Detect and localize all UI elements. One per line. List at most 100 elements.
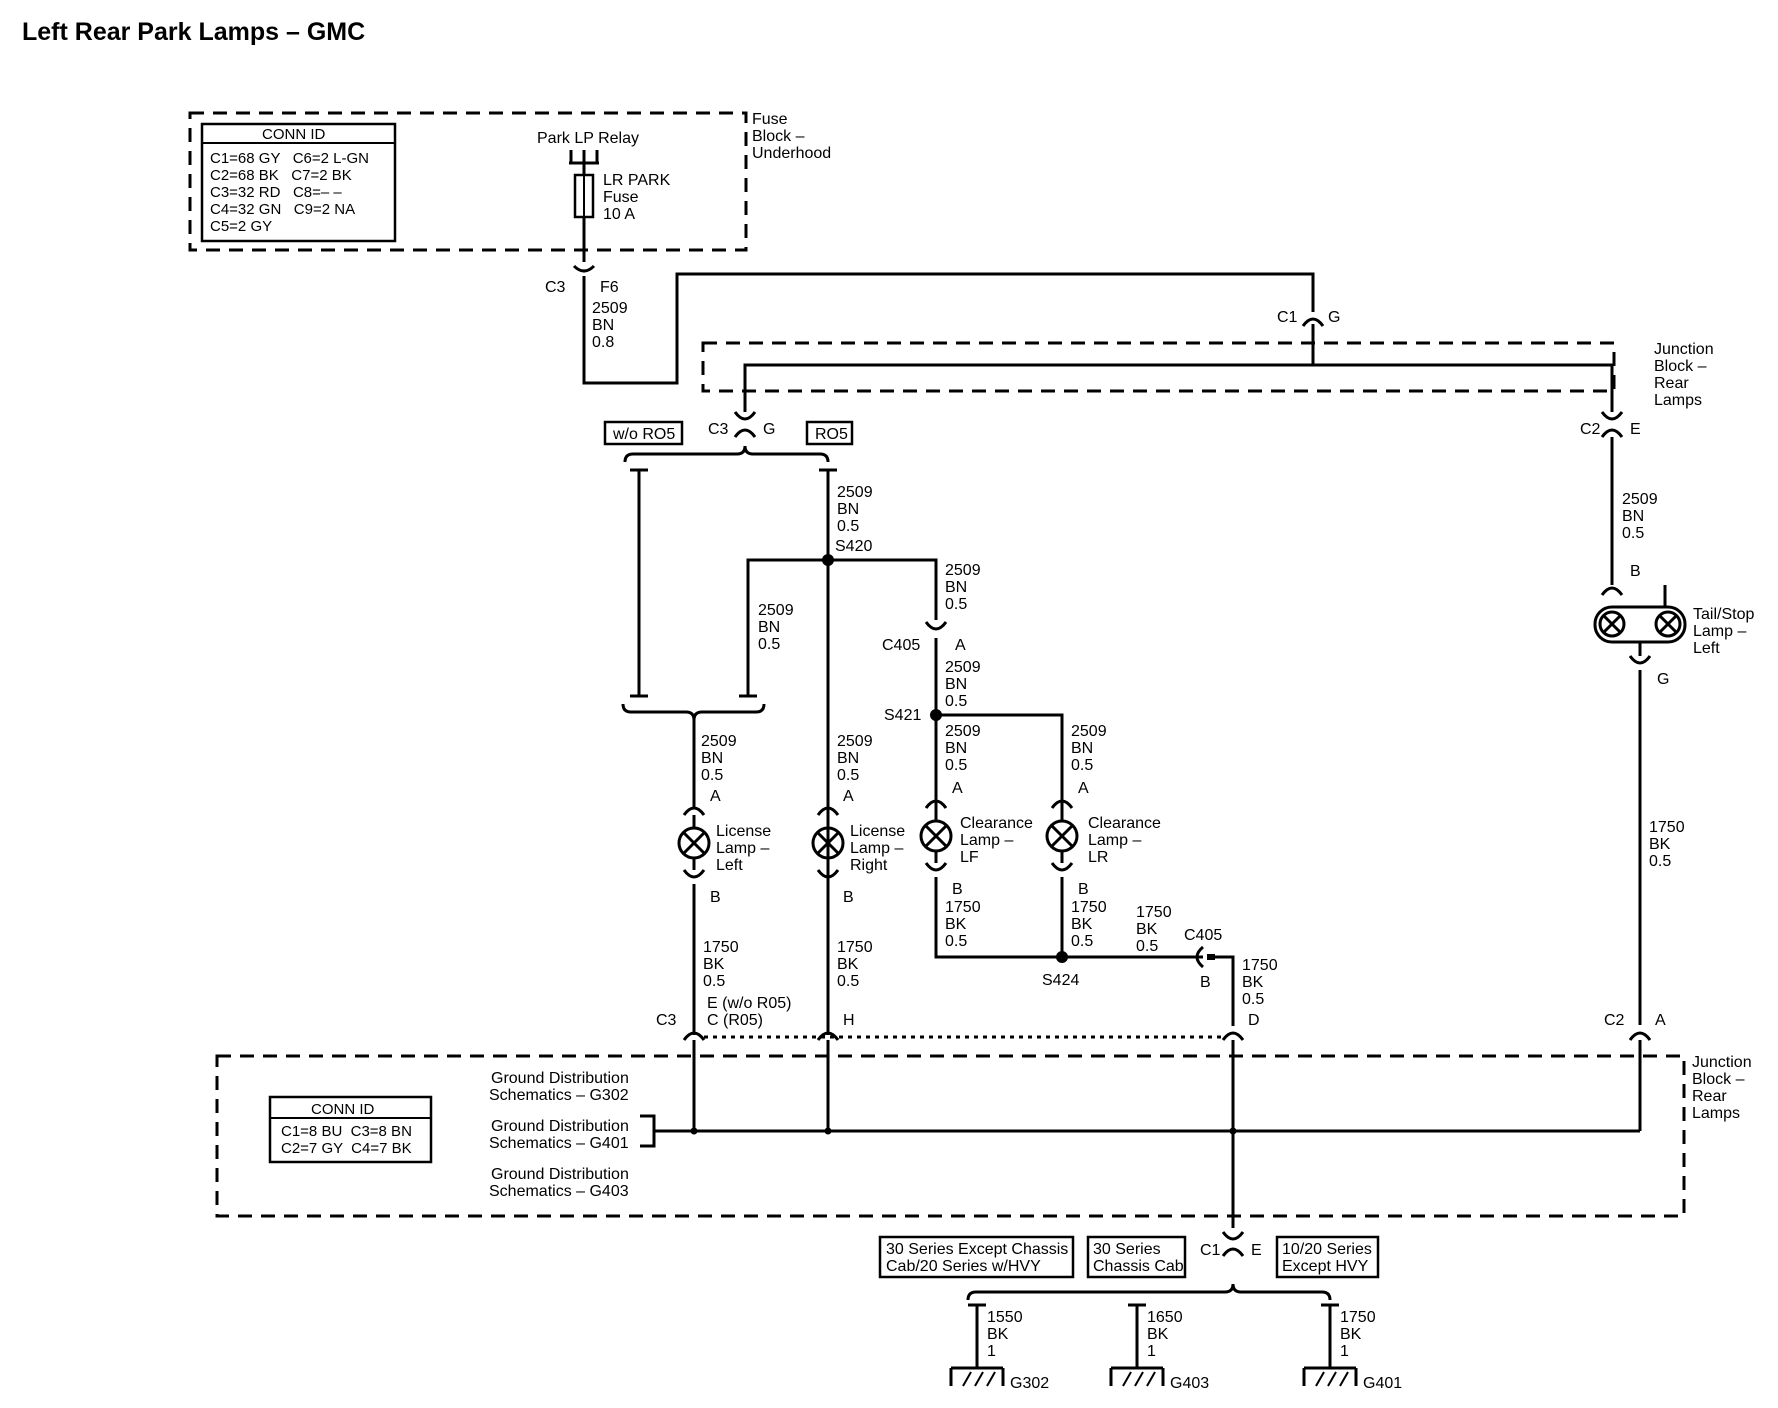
connector-c405-b-icon bbox=[1195, 945, 1205, 969]
pin-icon bbox=[1050, 862, 1074, 872]
gnd-ref-g403-1[interactable]: Ground Distribution bbox=[491, 1166, 629, 1183]
connector-c3-g-icon bbox=[733, 411, 757, 421]
lic-right-size: 0.5 bbox=[837, 767, 859, 784]
s420-left-size: 0.5 bbox=[758, 636, 780, 653]
connector-c2-e-icon bbox=[1600, 411, 1624, 421]
lic-left-name-3: Left bbox=[716, 857, 743, 874]
gnd-ref-g401-2[interactable]: Schematics – G401 bbox=[489, 1135, 629, 1152]
clr-lf-pin-a: A bbox=[952, 780, 963, 797]
g403-name: G403 bbox=[1170, 1375, 1209, 1392]
tail-wire-color: BN bbox=[1622, 508, 1644, 525]
jb-top-label-1: Junction bbox=[1654, 341, 1714, 358]
connector-c3-e-icon bbox=[682, 1031, 706, 1041]
clr-lf-gnd-circuit: 1750 bbox=[945, 899, 981, 916]
conn-id-row: C2=68 BK C7=2 BK bbox=[210, 167, 352, 184]
ground-g302: 1550 BK 1 G302 bbox=[949, 1303, 1049, 1392]
s424-gnd-color: BK bbox=[1136, 921, 1158, 938]
pin-icon bbox=[1600, 586, 1624, 596]
option-without-ro5: w/o RO5 bbox=[612, 426, 675, 443]
jb-conn-id-table: CONN ID C1=8 BU C3=8 BN C2=7 GY C4=7 BK bbox=[268, 1095, 433, 1164]
s421-lf-circuit: 2509 bbox=[945, 723, 981, 740]
gnd-opt-3-line1: 10/20 Series bbox=[1282, 1241, 1372, 1258]
lic-right-name-1: License bbox=[850, 823, 905, 840]
clr-lr-pin-a: A bbox=[1078, 780, 1089, 797]
jb-bottom-pin-d: D bbox=[1248, 1012, 1260, 1029]
gnd-ref-g302-2[interactable]: Schematics – G302 bbox=[489, 1087, 629, 1104]
pin-icon bbox=[816, 806, 840, 816]
lic-left-color: BN bbox=[701, 750, 723, 767]
fuse-label-3: 10 A bbox=[603, 206, 635, 223]
ground-symbol-icon bbox=[949, 1366, 1005, 1387]
ground-g403: 1650 BK 1 G403 bbox=[1109, 1303, 1209, 1392]
jb-conn-id-row: C2=7 GY C4=7 BK bbox=[281, 1140, 412, 1157]
jb-bottom-c3-pin-c: C (R05) bbox=[707, 1012, 763, 1029]
fuse-connector-pin: F6 bbox=[600, 279, 619, 296]
jb-c1-label: C1 bbox=[1277, 309, 1298, 326]
jb-top-label-3: Rear bbox=[1654, 375, 1689, 392]
tail-wire-circuit: 2509 bbox=[1622, 491, 1658, 508]
gnd-ref-g403-2[interactable]: Schematics – G403 bbox=[489, 1183, 629, 1200]
gnd-opt-1-line1: 30 Series Except Chassis bbox=[886, 1241, 1068, 1258]
s424-gnd-circuit: 1750 bbox=[1136, 904, 1172, 921]
clr-lr-name-1: Clearance bbox=[1088, 815, 1161, 832]
lic-left-size: 0.5 bbox=[701, 767, 723, 784]
fuse-label-1: LR PARK bbox=[603, 172, 671, 189]
c405-b-wire bbox=[1215, 955, 1235, 1026]
gnd-opt-3-line2: Except HVY bbox=[1282, 1258, 1369, 1275]
lic-right-name-3: Right bbox=[850, 857, 888, 874]
ground-symbol-icon bbox=[1302, 1366, 1358, 1387]
s420-branch-wire bbox=[746, 558, 938, 696]
clr-lf-name-1: Clearance bbox=[960, 815, 1033, 832]
junction-block-bottom: Junction Block – Rear Lamps CONN ID C1=8… bbox=[215, 1054, 1752, 1218]
conn-id-title: CONN ID bbox=[262, 126, 326, 143]
jb-bottom-label-1: Junction bbox=[1692, 1054, 1752, 1071]
g401-circuit: 1750 bbox=[1340, 1309, 1376, 1326]
lic-left-pin-a: A bbox=[710, 788, 721, 805]
clr-lr-gnd-color: BK bbox=[1071, 916, 1093, 933]
connector-c2-a-icon bbox=[1628, 1031, 1652, 1041]
jb-bottom-c3-pin-e: E (w/o R05) bbox=[707, 995, 791, 1012]
s420-left-circuit: 2509 bbox=[758, 602, 794, 619]
c405-b-pin: B bbox=[1200, 974, 1211, 991]
fuse-block-label-1: Fuse bbox=[752, 111, 788, 128]
fuse-conn-id-table: CONN ID C1=68 GY C6=2 L-GN C2=68 BK C7=2… bbox=[200, 122, 397, 243]
ro5-wire-circuit: 2509 bbox=[837, 484, 873, 501]
pin-icon bbox=[816, 869, 840, 879]
gnd-ref-g302-1[interactable]: Ground Distribution bbox=[491, 1070, 629, 1087]
jb-c2-pin: E bbox=[1630, 421, 1641, 438]
jb-internal-bus bbox=[743, 363, 1614, 412]
tail-name-2: Lamp – bbox=[1693, 623, 1746, 640]
fuse-label-2: Fuse bbox=[603, 189, 639, 206]
connector-c3-f6-icon bbox=[572, 264, 596, 273]
junction-block-top: Junction Block – Rear Lamps bbox=[701, 341, 1714, 409]
splice-s421-label: S421 bbox=[884, 707, 921, 724]
option-ro5: RO5 bbox=[815, 426, 848, 443]
pin-icon bbox=[924, 862, 948, 872]
c405b-gnd-size: 0.5 bbox=[1242, 991, 1264, 1008]
connector-c2-e-mate-icon bbox=[1600, 428, 1624, 438]
license-lamp-left: A License Lamp – Left B bbox=[677, 788, 771, 906]
gnd-ref-g401-1[interactable]: Ground Distribution bbox=[491, 1118, 629, 1135]
lamp-bulb-icon bbox=[1598, 610, 1626, 638]
c405-wire-circuit: 2509 bbox=[945, 659, 981, 676]
connector-c1-e-mate-icon bbox=[1221, 1247, 1245, 1257]
lic-left-pin-b: B bbox=[710, 889, 721, 906]
clr-lr-name-3: LR bbox=[1088, 849, 1108, 866]
connector-c405-a-icon bbox=[924, 621, 948, 631]
lic-left-gnd-size: 0.5 bbox=[703, 973, 725, 990]
s420-right-size: 0.5 bbox=[945, 596, 967, 613]
jb-bottom-c1-label: C1 bbox=[1200, 1242, 1221, 1259]
clr-lf-name-2: Lamp – bbox=[960, 832, 1013, 849]
tail-pin-g: G bbox=[1657, 671, 1669, 688]
s421-lr-size: 0.5 bbox=[1071, 757, 1093, 774]
fuse-wire-color: BN bbox=[592, 317, 614, 334]
lic-right-gnd-size: 0.5 bbox=[837, 973, 859, 990]
option-brace-top bbox=[623, 445, 830, 463]
lic-left-name-1: License bbox=[716, 823, 771, 840]
fuse-block-label-3: Underhood bbox=[752, 145, 831, 162]
connector-c3-h-icon bbox=[816, 1031, 840, 1041]
lic-right-circuit: 2509 bbox=[837, 733, 873, 750]
jb-bottom-c1-pin: E bbox=[1251, 1242, 1262, 1259]
fuse-wire-circuit: 2509 bbox=[592, 300, 628, 317]
